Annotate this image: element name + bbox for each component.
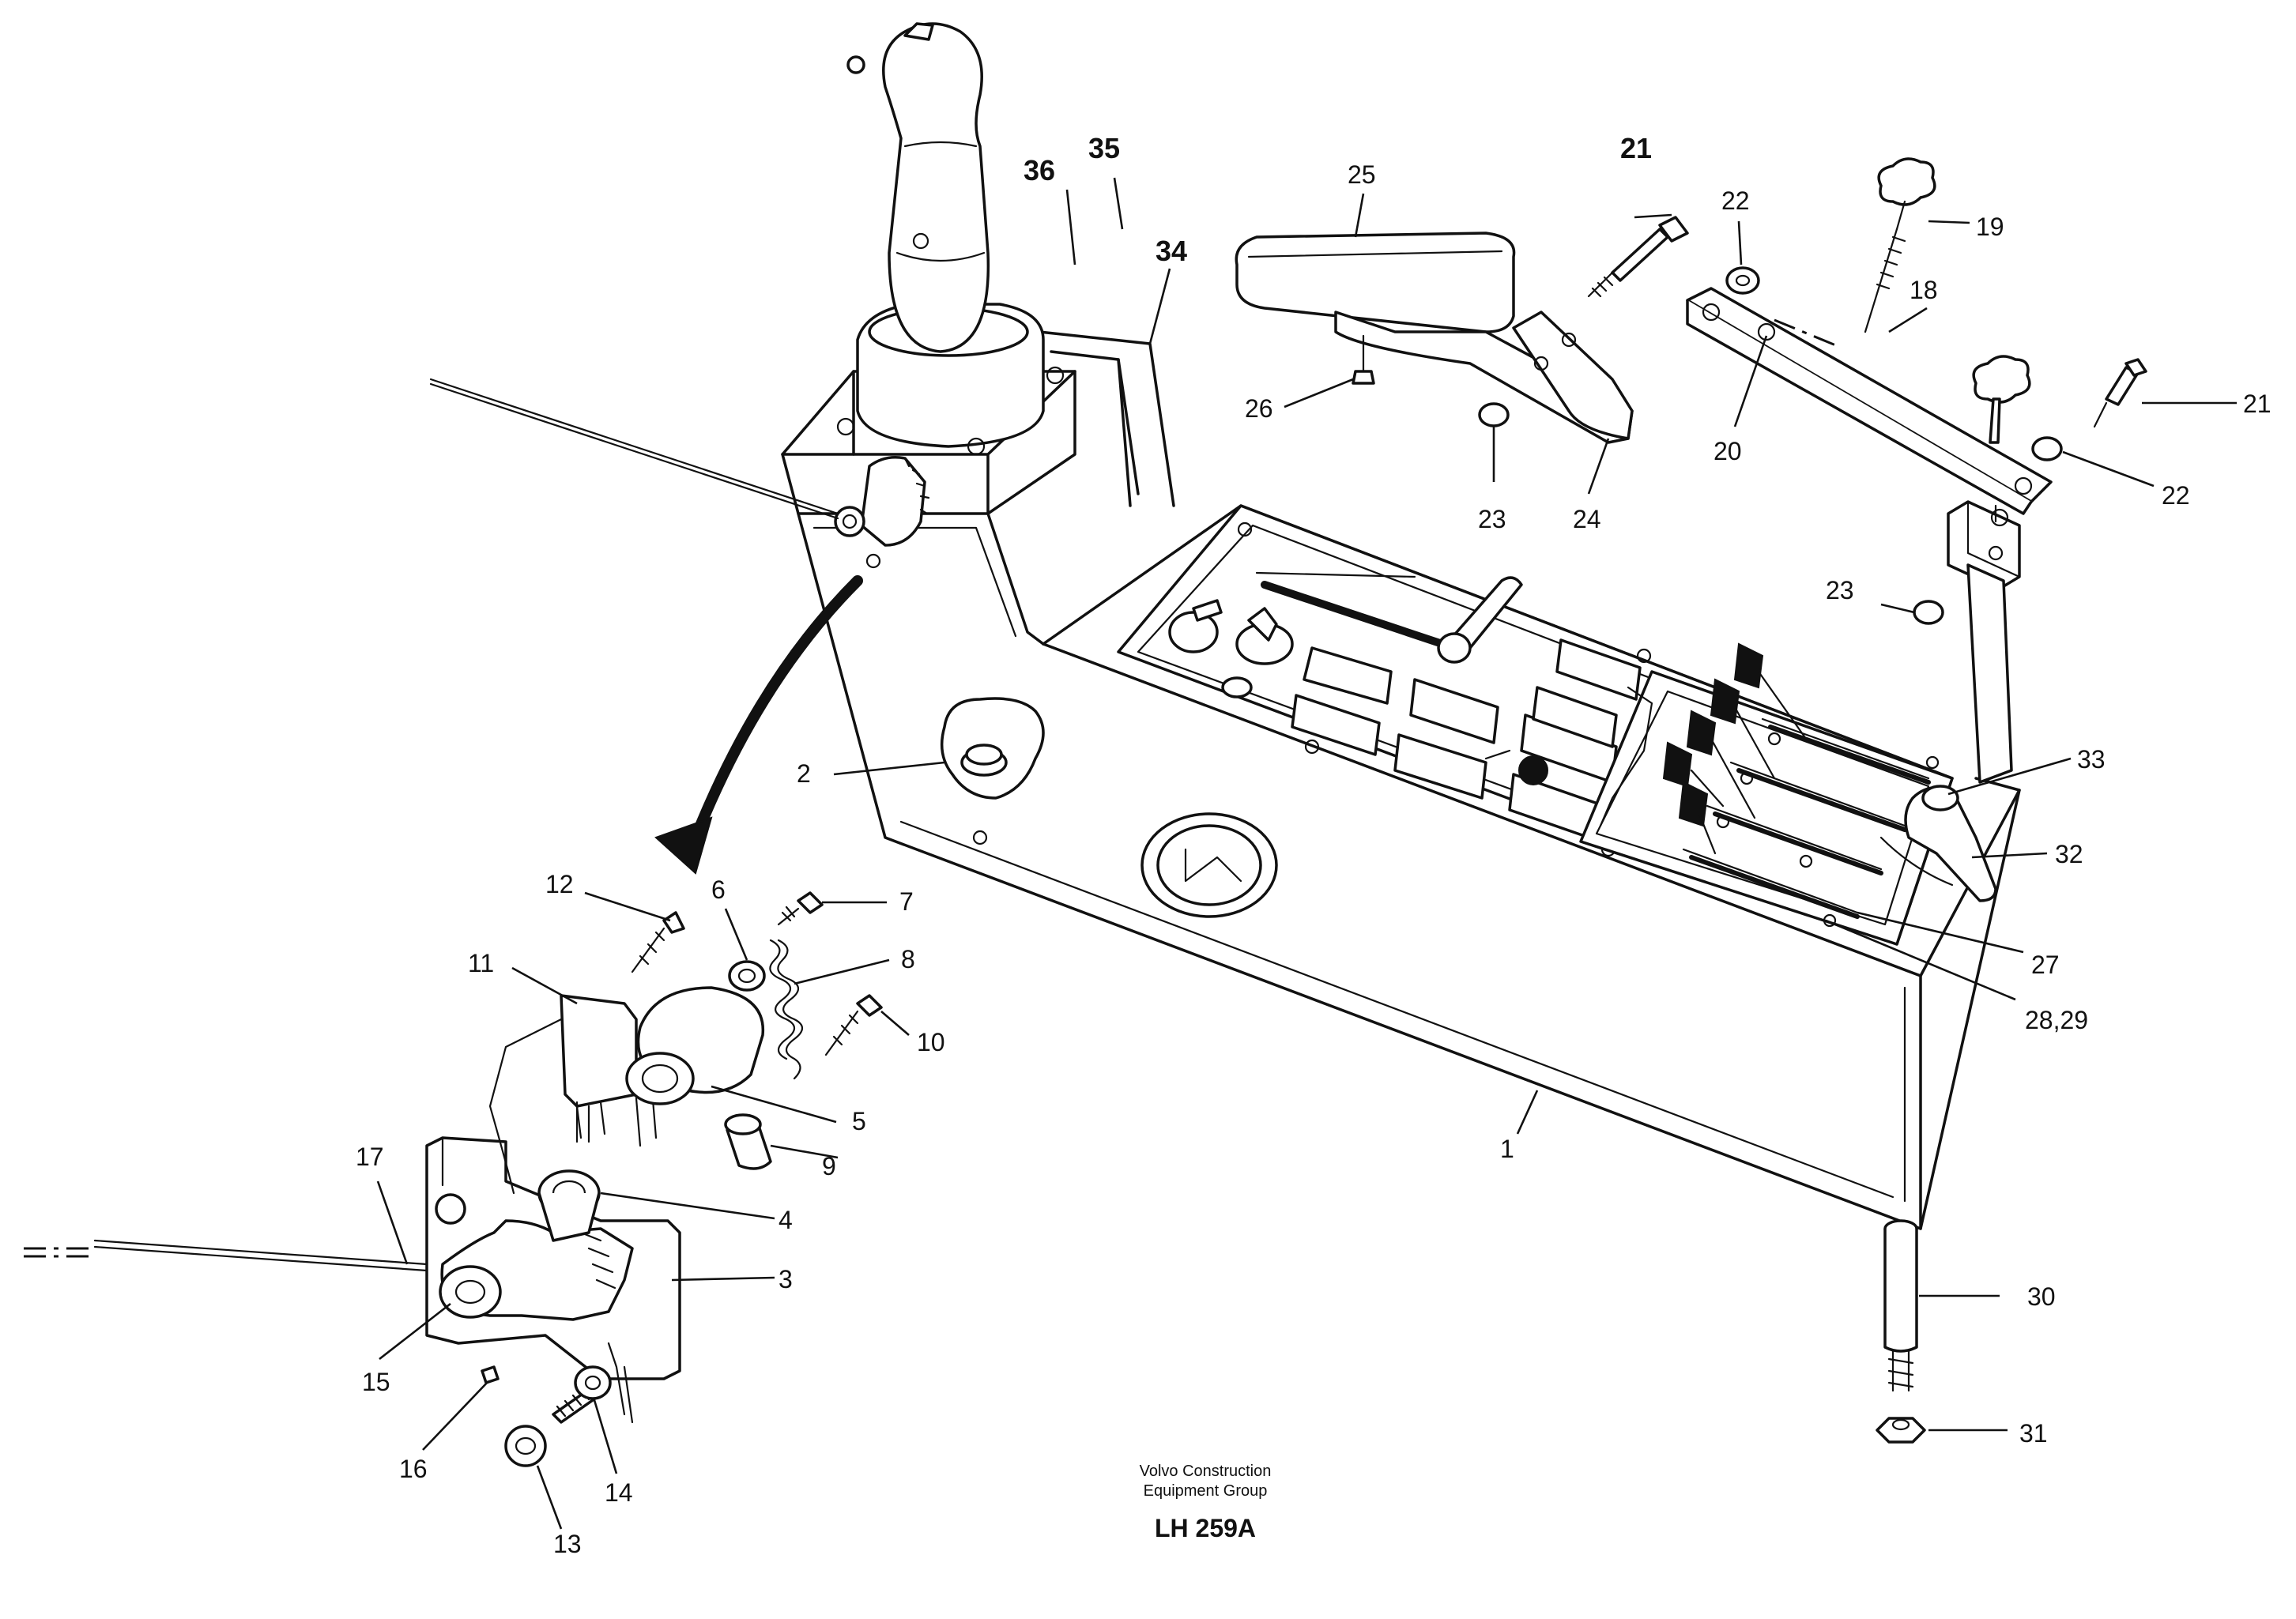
callout-17: 17: [356, 1143, 384, 1171]
callout-leaders: [376, 177, 2237, 1530]
filler-cap: [940, 697, 1045, 845]
callout-21-upper: 21: [1620, 132, 1652, 164]
callout-10: 10: [917, 1028, 945, 1056]
callout-22-upper: 22: [1721, 186, 1750, 215]
callout-32: 32: [2055, 840, 2083, 868]
callout-5: 5: [852, 1107, 866, 1135]
callout-33: 33: [2077, 745, 2106, 774]
callout-16: 16: [399, 1455, 428, 1483]
callout-27: 27: [2031, 951, 2060, 979]
callout-6: 6: [711, 875, 726, 904]
callout-19: 19: [1976, 213, 2004, 241]
spacer-and-nut: [1876, 1219, 1926, 1444]
armrest: [1235, 216, 1689, 444]
callout-15: 15: [362, 1368, 390, 1396]
callout-35: 35: [1088, 132, 1120, 164]
caption-block: Volvo Construction Equipment Group LH 25…: [1140, 1463, 1272, 1542]
callout-24: 24: [1573, 505, 1601, 533]
callout-23-left: 23: [1478, 505, 1506, 533]
callout-30: 30: [2027, 1282, 2056, 1311]
joystick-lever: [836, 22, 1065, 456]
callout-28-29: 28,29: [2025, 1006, 2088, 1034]
figure-code: LH 259A: [1155, 1514, 1256, 1542]
callout-23-right: 23: [1826, 576, 1854, 604]
callout-8: 8: [901, 945, 915, 973]
detail-arrow: [654, 575, 863, 875]
callout-21-right: 21: [2243, 390, 2271, 418]
callout-31: 31: [2019, 1419, 2048, 1448]
callout-22-right: 22: [2162, 481, 2190, 510]
callout-34: 34: [1156, 235, 1187, 267]
right-bracket: [1686, 157, 2147, 902]
callout-7: 7: [899, 887, 914, 916]
round-gauge: [1140, 812, 1278, 918]
callout-9: 9: [822, 1152, 836, 1180]
throttle-cam: [429, 378, 930, 569]
caption-line-1: Volvo Construction: [1140, 1463, 1272, 1480]
callout-20: 20: [1714, 437, 1742, 465]
callout-14: 14: [605, 1478, 633, 1507]
detail-exploded-view: [24, 891, 883, 1467]
callout-18: 18: [1910, 276, 1938, 304]
callout-2: 2: [797, 759, 811, 788]
callout-36: 36: [1024, 154, 1055, 186]
callout-13: 13: [553, 1530, 582, 1558]
callout-26: 26: [1245, 394, 1273, 423]
control-lever-bank: [1579, 642, 1954, 946]
callout-4: 4: [779, 1206, 793, 1234]
callout-25: 25: [1348, 160, 1376, 189]
caption-line-2: Equipment Group: [1144, 1482, 1268, 1500]
callout-12: 12: [545, 870, 574, 898]
callout-labels: 1 2 3 4 5 6 7 8 9 10 11 12 13 14 15 16 1…: [356, 132, 2271, 1558]
callout-11: 11: [468, 949, 494, 977]
callout-1: 1: [1500, 1135, 1514, 1163]
callout-3: 3: [779, 1265, 793, 1293]
